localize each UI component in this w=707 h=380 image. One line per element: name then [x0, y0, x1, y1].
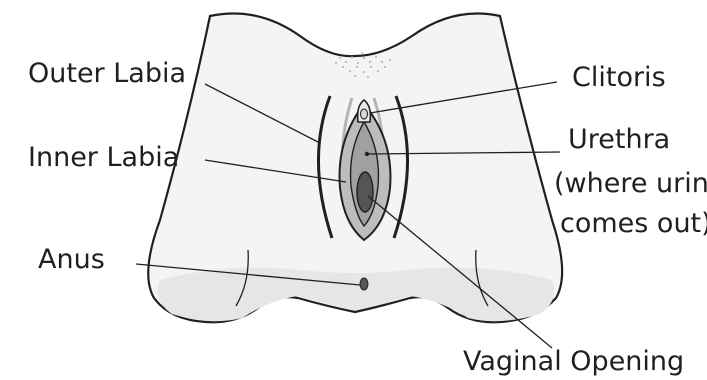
label-urethra: Urethra — [568, 124, 670, 155]
label-urethra-note-2: comes out) — [560, 208, 707, 239]
label-urethra-note-1: (where urine — [554, 168, 707, 199]
anus — [360, 278, 368, 290]
label-vaginal-opening: Vaginal Opening — [463, 346, 684, 377]
label-inner-labia: Inner Labia — [28, 142, 179, 173]
label-outer-labia: Outer Labia — [28, 58, 186, 89]
vaginal-opening — [357, 172, 373, 212]
label-anus: Anus — [38, 244, 105, 275]
clitoris — [361, 109, 368, 119]
urethral-opening — [365, 152, 369, 156]
label-clitoris: Clitoris — [572, 62, 666, 93]
